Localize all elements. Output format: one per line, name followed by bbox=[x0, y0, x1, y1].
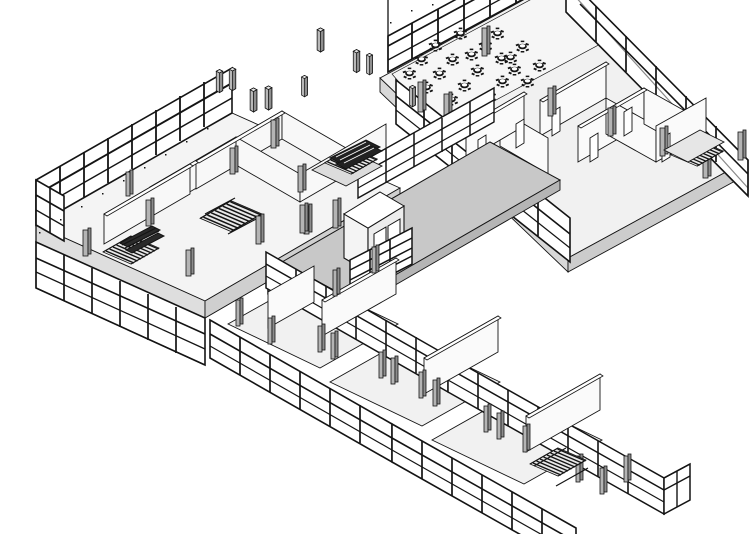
detached-column bbox=[215, 69, 224, 93]
curtain-wall-south-end[interactable] bbox=[663, 462, 691, 516]
columns-north bbox=[417, 25, 747, 179]
detached-column bbox=[316, 27, 325, 53]
elevator-core-columns bbox=[255, 197, 342, 245]
stair-east-landing bbox=[663, 129, 725, 163]
curtain-wall-south-outer[interactable] bbox=[209, 318, 393, 464]
equipment-cluster-west bbox=[118, 225, 166, 254]
building-outline-emphasis bbox=[35, 0, 749, 479]
detached-column bbox=[352, 49, 361, 73]
detached-column bbox=[366, 53, 373, 76]
south-partition-tops bbox=[321, 257, 604, 419]
detached-column bbox=[249, 87, 258, 113]
south-interior-partitions bbox=[267, 257, 601, 453]
stair-west-railing bbox=[204, 197, 259, 235]
misc-markers bbox=[39, 4, 434, 234]
detached-column bbox=[409, 85, 416, 108]
wing-west[interactable] bbox=[35, 66, 401, 367]
curtain-wall-south-outer-2[interactable] bbox=[391, 422, 577, 534]
detached-column bbox=[301, 75, 308, 98]
elevator-core-top bbox=[343, 191, 405, 229]
west-partition-tops bbox=[103, 110, 286, 217]
curtain-wall-west-end[interactable] bbox=[35, 178, 65, 243]
equipment-cluster-center bbox=[328, 139, 384, 170]
wing-north[interactable] bbox=[379, 0, 749, 274]
detached-column bbox=[228, 67, 237, 91]
wing-south[interactable] bbox=[200, 208, 691, 534]
stair-south-guard bbox=[533, 447, 589, 487]
columns-south bbox=[235, 244, 632, 495]
detached-column bbox=[264, 85, 273, 111]
